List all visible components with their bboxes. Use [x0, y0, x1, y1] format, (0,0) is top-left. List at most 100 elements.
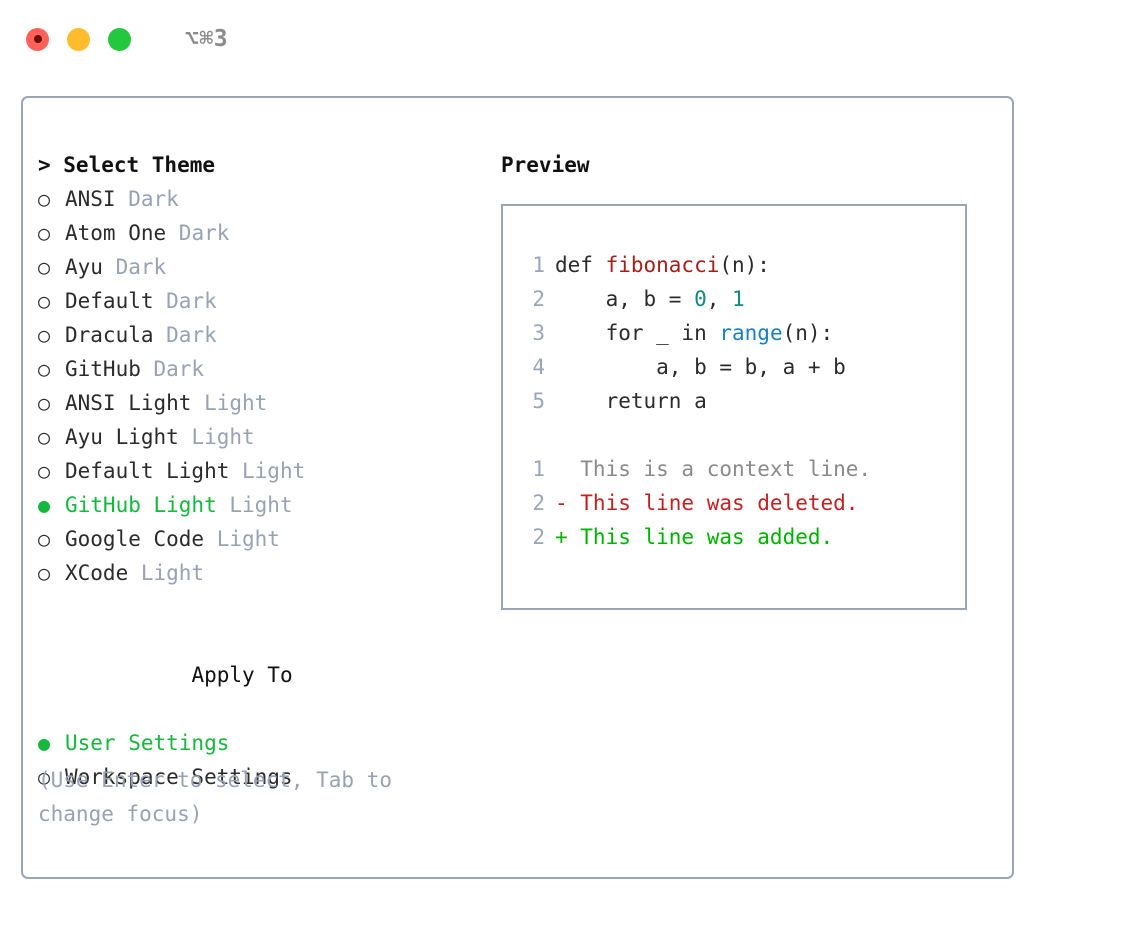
apply-to-list: ● User Settings ○ Workspace Settings [38, 726, 488, 794]
theme-option-kind-badge: Dark [166, 221, 230, 245]
code-token-plain: for _ in [555, 321, 720, 345]
code-token-plain: def [555, 253, 606, 277]
diff-line: 2+ This line was added. [519, 520, 965, 554]
radio-unselected-icon: ○ [38, 391, 51, 415]
theme-option-label: Ayu [65, 255, 103, 279]
code-token-plain: , [706, 287, 733, 311]
code-line-text: for _ in range(n): [555, 316, 834, 350]
title-bar: ⌥⌘3 [0, 0, 1140, 78]
diff-sample: 1 This is a context line. 2 - This line wa… [503, 452, 965, 554]
apply-to-option-workspace-settings[interactable]: ○ Workspace Settings [38, 760, 488, 794]
diff-line-text-ctx: This is a context line. [555, 457, 872, 481]
right-column: Preview [501, 148, 1001, 182]
code-line-text: a, b = b, a + b [555, 350, 846, 384]
theme-option-kind-badge: Dark [102, 255, 167, 279]
radio-unselected-icon: ○ [38, 561, 51, 585]
theme-option-label: Google Code [65, 527, 205, 551]
line-number: 4 [532, 355, 545, 379]
code-line: 5 return a [519, 384, 965, 418]
theme-option-kind-badge: Dark [153, 323, 217, 347]
theme-option-label: XCode [65, 561, 129, 585]
keyboard-shortcut-label: ⌥⌘3 [185, 26, 229, 52]
line-number: 2 [532, 287, 545, 311]
apply-to-option-label: Workspace Settings [65, 765, 293, 789]
close-icon [33, 35, 42, 43]
left-column: > Select Theme ○ANSI Dark○Atom One Dark○… [38, 148, 488, 794]
theme-option-label: Default [65, 289, 154, 313]
minimize-button[interactable] [67, 27, 90, 51]
main-panel: > Select Theme ○ANSI Dark○Atom One Dark○… [21, 96, 1014, 879]
theme-option-kind-badge: Light [191, 391, 268, 415]
radio-unselected-icon: ○ [38, 527, 51, 551]
theme-option-label: ANSI [65, 187, 116, 211]
theme-option-ayu-light[interactable]: ○ Ayu Light Light [38, 420, 488, 454]
code-line-text: return a [555, 384, 707, 418]
apply-to-option-user-settings[interactable]: ● User Settings [38, 726, 488, 760]
theme-option-google-code[interactable]: ○ Google Code Light [38, 522, 488, 556]
theme-option-kind-badge: Light [128, 561, 205, 585]
theme-option-kind-badge: Light [229, 459, 306, 483]
radio-unselected-icon: ○ [38, 255, 51, 279]
diff-line: 2 - This line was deleted. [519, 486, 965, 520]
code-token-plain: (n): [782, 321, 834, 345]
code-line: 4 a, b = b, a + b [519, 350, 965, 384]
code-token-num: 1 [732, 287, 745, 311]
line-number: 5 [532, 389, 545, 413]
theme-option-atom-one[interactable]: ○Atom One Dark [38, 216, 488, 250]
theme-option-dracula[interactable]: ○ Dracula Dark [38, 318, 488, 352]
code-line: 1 def fibonacci(n): [519, 248, 965, 282]
radio-selected-icon: ● [38, 493, 51, 517]
line-number: 1 [532, 253, 545, 277]
theme-option-xcode[interactable]: ○ XCode Light [38, 556, 488, 590]
radio-unselected-icon: ○ [38, 765, 51, 789]
radio-unselected-icon: ○ [38, 323, 51, 347]
diff-line: 1 This is a context line. [519, 452, 965, 486]
line-number: 1 [532, 457, 545, 481]
theme-option-kind-badge: Dark [140, 357, 205, 381]
theme-option-ansi-light[interactable]: ○ ANSI Light Light [38, 386, 488, 420]
code-diff-separator [503, 418, 965, 452]
preview-title: Preview [501, 153, 590, 177]
theme-option-github[interactable]: ○GitHub Dark [38, 352, 488, 386]
theme-option-label: ANSI Light [65, 391, 192, 415]
code-line: 3 for _ in range(n): [519, 316, 965, 350]
radio-unselected-icon: ○ [38, 187, 51, 211]
theme-option-label: Dracula [65, 323, 154, 347]
radio-unselected-icon: ○ [38, 221, 51, 245]
theme-option-ayu[interactable]: ○ Ayu Dark [38, 250, 488, 284]
code-token-plain: a, b = b, a + b [555, 355, 846, 379]
radio-unselected-icon: ○ [38, 425, 51, 449]
theme-option-default[interactable]: ○Default Dark [38, 284, 488, 318]
maximize-button[interactable] [108, 27, 131, 51]
list-spacer [38, 590, 488, 624]
theme-option-default-light[interactable]: ○ Default Light Light [38, 454, 488, 488]
line-number: 2 [532, 491, 545, 515]
apply-to-option-label: User Settings [65, 731, 230, 755]
theme-option-label: Ayu Light [65, 425, 179, 449]
theme-option-kind-badge: Light [204, 527, 280, 551]
theme-option-kind-badge: Light [216, 493, 293, 517]
keyboard-hint: (Use Enter to select, Tab to change focu… [38, 768, 393, 826]
radio-unselected-icon: ○ [38, 289, 51, 313]
code-line: 2 a, b = 0, 1 [519, 282, 965, 316]
code-token-plain: return a [555, 389, 707, 413]
theme-list: ○ANSI Dark○Atom One Dark○Ayu Dark○Defaul… [38, 182, 488, 590]
theme-option-label: Default Light [65, 459, 230, 483]
theme-option-github-light[interactable]: ● GitHub Light Light [38, 488, 488, 522]
diff-line-text-del: - This line was deleted. [555, 491, 859, 515]
select-theme-header: > Select Theme [38, 153, 216, 177]
close-button[interactable] [26, 27, 49, 51]
radio-unselected-icon: ○ [38, 357, 51, 381]
radio-unselected-icon: ○ [38, 459, 51, 483]
line-number: 3 [532, 321, 545, 345]
apply-to-header: Apply To [38, 624, 488, 726]
radio-selected-icon: ● [38, 731, 51, 755]
theme-option-kind-badge: Dark [115, 187, 179, 211]
code-line-text: def fibonacci(n): [555, 248, 770, 282]
theme-option-label: GitHub Light [65, 493, 217, 517]
theme-option-kind-badge: Light [178, 425, 255, 449]
theme-option-ansi[interactable]: ○ ANSI Dark [38, 182, 488, 216]
window-controls [26, 27, 131, 51]
